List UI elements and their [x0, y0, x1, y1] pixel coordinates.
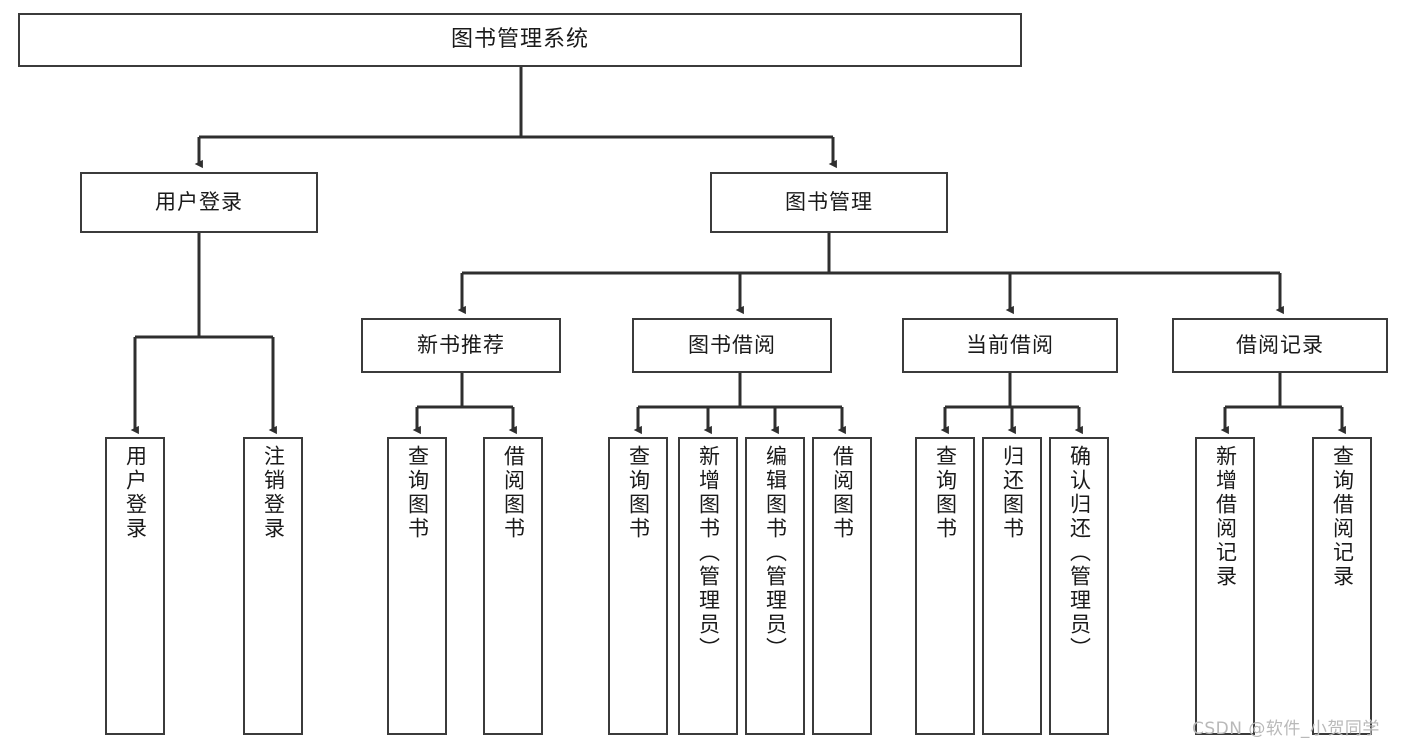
node-current-borrow[interactable]: 当前借阅: [902, 318, 1118, 373]
leaf-bookborrow-add-book-admin[interactable]: 新增图书（管理员）: [678, 437, 738, 735]
leaf-currentborrow-query-book[interactable]: 查询图书: [915, 437, 975, 735]
node-label: 注销登录: [261, 445, 286, 541]
node-label: 新增借阅记录: [1213, 445, 1238, 589]
node-label: 确认归还（管理员）: [1067, 445, 1092, 661]
node-label: 查询图书: [405, 445, 430, 541]
node-label: 图书管理: [785, 190, 873, 215]
node-new-book-recommend[interactable]: 新书推荐: [361, 318, 561, 373]
leaf-bookborrow-borrow-book[interactable]: 借阅图书: [812, 437, 872, 735]
node-label: 新书推荐: [417, 333, 505, 358]
leaf-newbook-borrow-book[interactable]: 借阅图书: [483, 437, 543, 735]
leaf-bookborrow-edit-book-admin[interactable]: 编辑图书（管理员）: [745, 437, 805, 735]
node-label: 归还图书: [1000, 445, 1025, 541]
node-book-borrow[interactable]: 图书借阅: [632, 318, 832, 373]
node-label: 查询图书: [626, 445, 651, 541]
node-label: 图书借阅: [688, 333, 776, 358]
leaf-bookborrow-query-book[interactable]: 查询图书: [608, 437, 668, 735]
node-label: 新增图书（管理员）: [696, 445, 721, 661]
node-user-login[interactable]: 用户登录: [80, 172, 318, 233]
node-label: 当前借阅: [966, 333, 1054, 358]
leaf-newbook-query-book[interactable]: 查询图书: [387, 437, 447, 735]
leaf-borrowrecord-add-record[interactable]: 新增借阅记录: [1195, 437, 1255, 735]
node-book-management[interactable]: 图书管理: [710, 172, 948, 233]
node-label: 借阅图书: [501, 445, 526, 541]
node-label: 查询图书: [933, 445, 958, 541]
node-root-book-management-system[interactable]: 图书管理系统: [18, 13, 1022, 67]
leaf-user-login[interactable]: 用户登录: [105, 437, 165, 735]
node-label: 查询借阅记录: [1330, 445, 1355, 589]
leaf-currentborrow-confirm-return-admin[interactable]: 确认归还（管理员）: [1049, 437, 1109, 735]
node-label: 编辑图书（管理员）: [763, 445, 788, 661]
leaf-borrowrecord-query-record[interactable]: 查询借阅记录: [1312, 437, 1372, 735]
node-label: 用户登录: [155, 190, 243, 215]
node-label: 借阅记录: [1236, 333, 1324, 358]
node-label: 用户登录: [123, 445, 148, 541]
leaf-currentborrow-return-book[interactable]: 归还图书: [982, 437, 1042, 735]
node-label: 图书管理系统: [450, 27, 589, 53]
node-borrow-record[interactable]: 借阅记录: [1172, 318, 1388, 373]
leaf-logout-login[interactable]: 注销登录: [243, 437, 303, 735]
node-label: 借阅图书: [830, 445, 855, 541]
